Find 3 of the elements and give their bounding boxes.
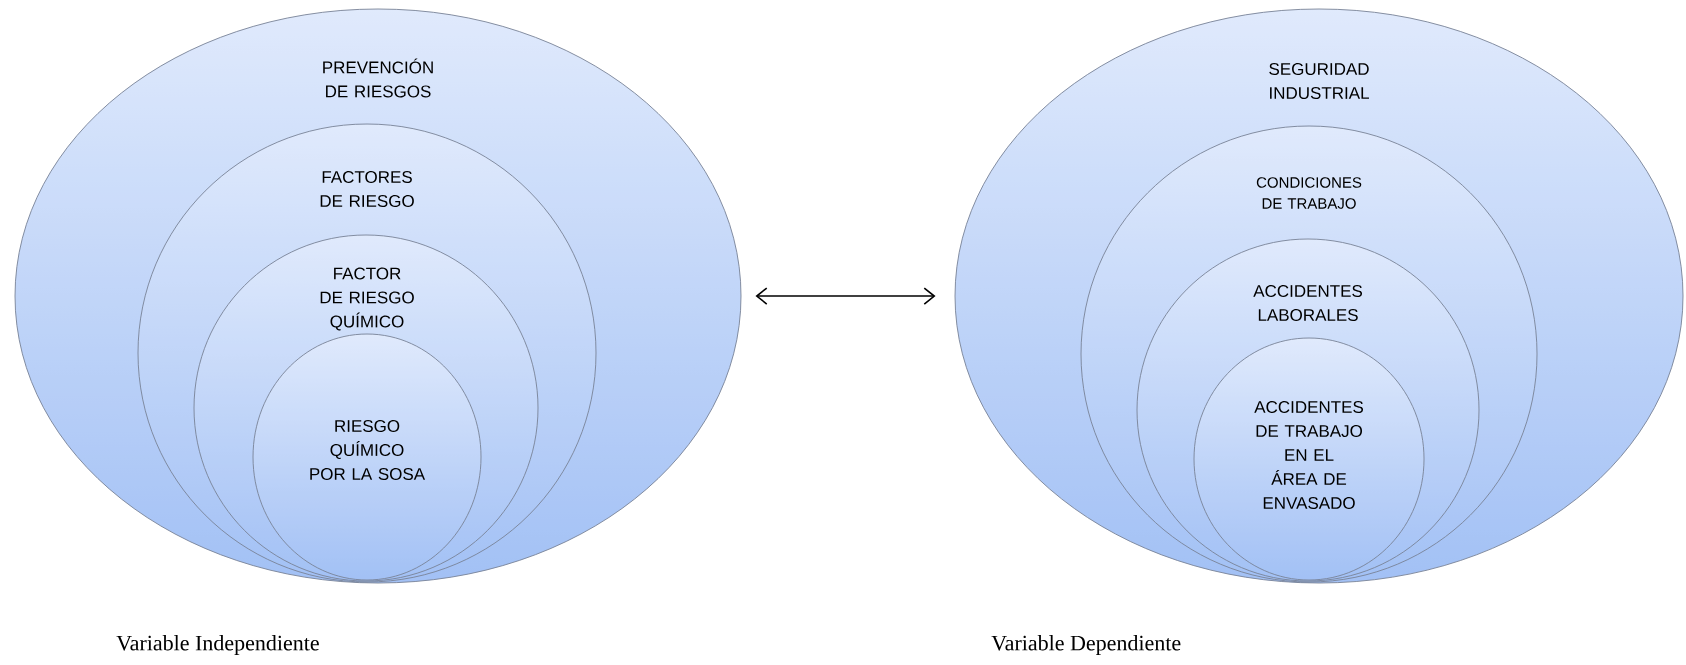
caption-text: Variable Dependiente (991, 635, 1181, 655)
double-arrow (755, 287, 936, 305)
caption-text: Variable Independiente (116, 635, 319, 655)
